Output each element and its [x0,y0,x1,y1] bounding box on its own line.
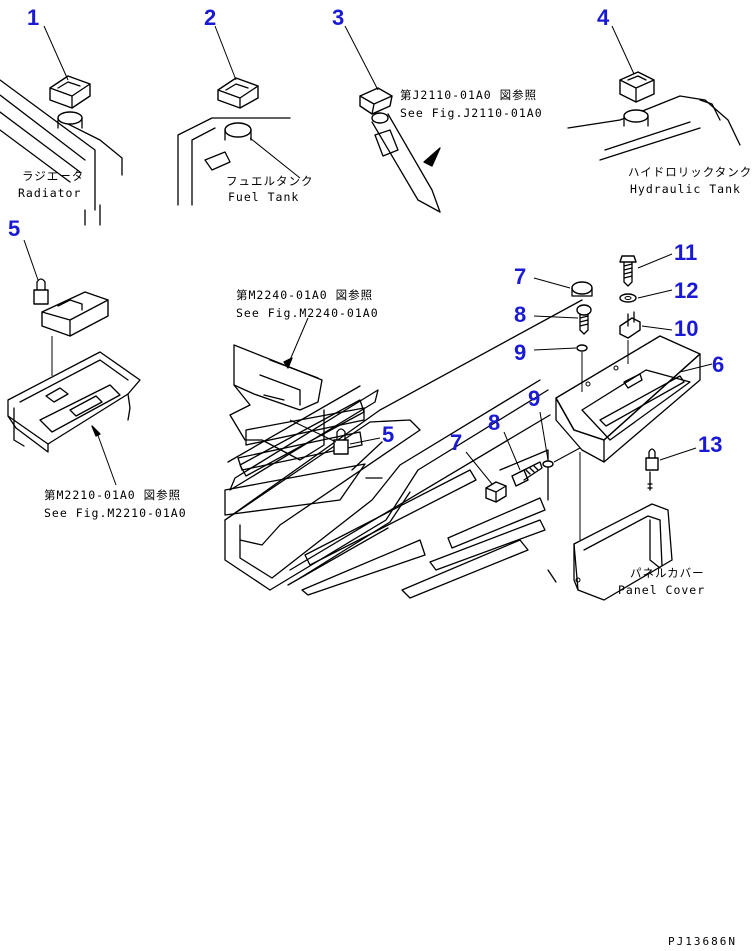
floor-plate [7,351,141,453]
bolt-11 [619,255,637,287]
washer-9-upper [576,344,588,352]
callout-11: 11 [674,240,697,265]
radiator-label-jp: ラジエータ [22,169,84,183]
bracket-10 [619,311,641,339]
ref-m2240-en: See Fig.M2240-01A0 [236,306,379,320]
seat-assembly-ref: 5 第M2240-01A0 図参照 See Fig.M2240-01A0 [229,288,394,461]
hydraulic-tank-label-en: Hydraulic Tank [630,182,741,196]
callout-8-upper: 8 [514,302,526,327]
callout-3: 3 [332,5,344,30]
washer-12 [619,293,637,303]
ref-m2210-en: See Fig.M2210-01A0 [44,506,187,520]
hydraulic-tank-cap [619,71,655,103]
left-panel-group: 5 第M2210-01A0 図参照 See Fig.M2210-01A0 [7,216,187,520]
callout-9-lower: 9 [528,386,540,411]
padlock-13 [645,448,659,491]
callout-7-lower: 7 [450,430,462,455]
callout-7-upper: 7 [514,264,526,289]
ref-m2210-jp: 第M2210-01A0 図参照 [44,488,181,502]
panel-cover-group: パネルカバー Panel Cover [547,503,705,601]
lock-bracket-left [41,291,109,337]
ref-j2110-en: See Fig.J2110-01A0 [400,106,543,120]
callout-9-upper: 9 [514,340,526,365]
fuel-tank-label-jp: フュエルタンク [226,174,314,188]
panel-assembly-group: 6 7 8 9 11 [450,240,724,540]
washer-9-lower [542,460,554,468]
bolt-8-lower [511,461,543,487]
bolt-8-upper [576,304,592,335]
callout-13: 13 [698,432,722,457]
cap-7-upper [571,281,593,297]
padlock-left [33,278,49,305]
cap-7-lower [485,481,507,503]
callout-12: 12 [674,278,698,303]
drawing-code: PJ13686N [668,935,737,948]
callout-10: 10 [674,316,698,341]
callout-5-center: 5 [382,422,394,447]
fuel-tank-group: 2 フュエルタンク Fuel Tank [177,5,314,206]
ref-m2240-jp: 第M2240-01A0 図参照 [236,288,373,302]
panel-cover-label-en: Panel Cover [618,583,705,597]
fuel-filler-neck [224,122,252,138]
callout-8-lower: 8 [488,410,500,435]
callout-6: 6 [712,352,724,377]
breather-cap [359,87,393,115]
callout-1: 1 [27,5,39,30]
breather-group: 3 第J2110-01A0 図参照 See Fig.J2110-01A0 [332,5,543,213]
hydraulic-tank-group: 4 ハイドロリックタンク Hydraulic Tank [567,5,752,196]
hydraulic-filler-neck [623,109,649,123]
radiator-cap [49,75,91,109]
callout-4: 4 [597,5,610,30]
ref-j2110-jp: 第J2110-01A0 図参照 [400,88,537,102]
panel-cover-label-jp: パネルカバー [630,566,705,580]
padlock-center [333,428,349,455]
radiator-label-en: Radiator [18,186,81,200]
radiator-filler-neck [57,111,83,125]
fuel-tank-label-en: Fuel Tank [228,190,299,204]
callout-2: 2 [204,5,216,30]
hydraulic-tank-label-jp: ハイドロリックタンク [628,165,752,179]
fuel-tank-cap [217,77,259,109]
callout-5-left: 5 [8,216,20,241]
radiator-group: 1 ラジエータ Radiator [0,5,123,226]
